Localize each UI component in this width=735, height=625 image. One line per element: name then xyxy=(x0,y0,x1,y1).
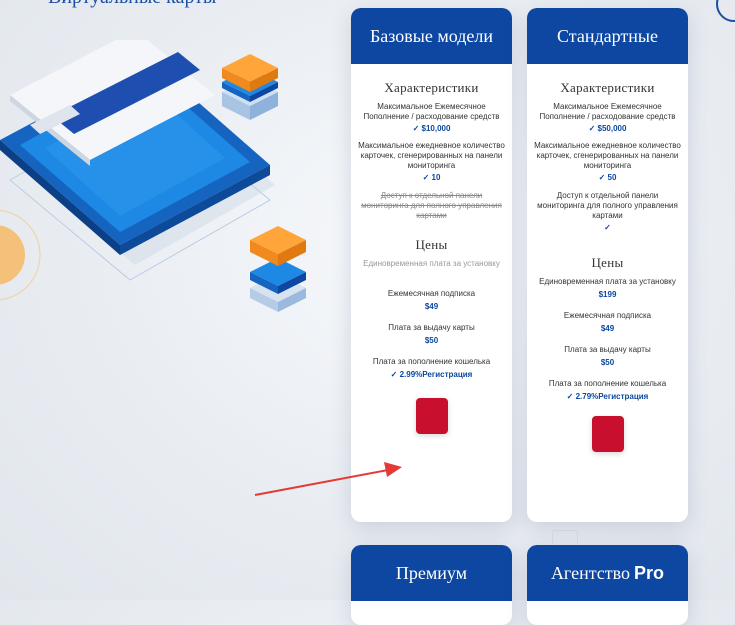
coin-icon xyxy=(0,209,41,301)
feature-label: Максимальное Ежемесячное Пополнение / ра… xyxy=(539,102,676,121)
price-value: $199 xyxy=(598,290,617,299)
features-title: Характеристики xyxy=(384,80,479,95)
feature-value: ✓ xyxy=(533,223,682,233)
feature-value: ✓ $10,000 xyxy=(412,124,451,133)
plan-title: Премиум xyxy=(351,545,512,601)
plan-card-standard: Стандартные Характеристики Максимальное … xyxy=(527,8,688,522)
price-value: ✓ 2.79%Регистрация xyxy=(566,392,649,401)
feature-label: Максимальное ежедневное количество карто… xyxy=(534,141,681,170)
cube-icon xyxy=(222,54,278,120)
price-label-unavailable: Единовременная плата за установку xyxy=(363,259,500,268)
feature-label: Доступ к отдельной панели мониторинга дл… xyxy=(537,191,678,220)
price-value: $49 xyxy=(424,302,439,311)
select-plan-button[interactable] xyxy=(415,398,448,434)
price-label: Единовременная плата за установку xyxy=(539,277,676,286)
prices-title: Цены xyxy=(591,255,624,270)
check-icon: ✓ xyxy=(422,173,432,182)
check-icon: ✓ xyxy=(588,124,598,133)
corner-circle-button[interactable] xyxy=(716,0,735,22)
feature-value: ✓ 50 xyxy=(598,173,617,182)
feature-value: ✓ 10 xyxy=(422,173,441,182)
select-plan-button[interactable] xyxy=(591,416,624,452)
price-label: Плата за выдачу карты xyxy=(388,323,475,332)
plan-title: Базовые модели xyxy=(351,8,512,64)
price-label: Ежемесячная подписка xyxy=(387,289,476,298)
card-illustration xyxy=(0,40,306,312)
price-label: Плата за выдачу карты xyxy=(564,345,651,354)
check-icon: ✓ xyxy=(566,392,576,401)
plan-title: Агентство xyxy=(550,562,631,583)
feature-value: ✓ $50,000 xyxy=(588,124,627,133)
check-icon: ✓ xyxy=(598,173,608,182)
price-label: Плата за пополнение кошелька xyxy=(372,357,491,366)
plan-card-basic: Базовые модели Характеристики Максимальн… xyxy=(351,8,512,522)
feature-label: Максимальное Ежемесячное Пополнение / ра… xyxy=(363,102,500,121)
plan-title: Стандартные xyxy=(527,8,688,64)
features-title: Характеристики xyxy=(560,80,655,95)
check-icon: ✓ xyxy=(390,370,400,379)
price-value: ✓ 2.99%Регистрация xyxy=(390,370,473,379)
price-label: Плата за пополнение кошелька xyxy=(548,379,667,388)
plan-card-premium: Премиум xyxy=(351,545,512,625)
prices-title: Цены xyxy=(415,237,448,252)
price-value: $50 xyxy=(600,358,615,367)
feature-label: Максимальное ежедневное количество карто… xyxy=(358,141,505,170)
check-icon: ✓ xyxy=(412,124,422,133)
cube-icon xyxy=(250,226,306,312)
plan-title-suffix: Pro xyxy=(634,562,665,583)
price-value: $50 xyxy=(424,336,439,345)
feature-label-unavailable: Доступ к отдельной панели мониторинга дл… xyxy=(361,191,502,220)
price-label: Ежемесячная подписка xyxy=(563,311,652,320)
check-icon: ✓ xyxy=(604,223,611,232)
page-title: Виртуальные карты xyxy=(48,0,216,9)
card-icon xyxy=(10,40,215,166)
price-value: $49 xyxy=(600,324,615,333)
